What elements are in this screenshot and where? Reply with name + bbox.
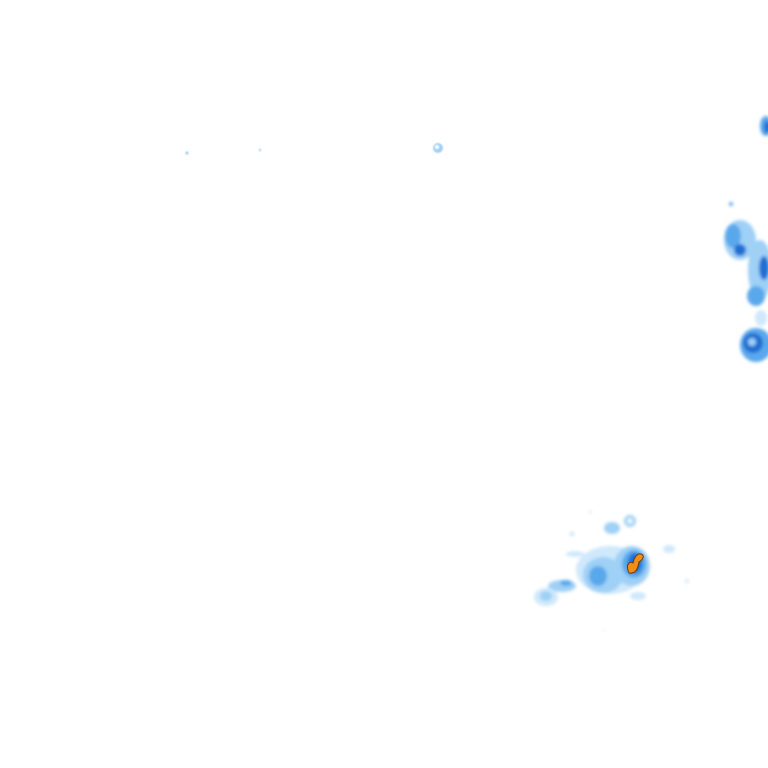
echo-cell [627,518,633,524]
echo-cell [589,566,607,586]
echo-speck [258,148,262,152]
echo-speck [729,202,733,206]
echo-cell [747,286,765,306]
echo-cell [604,522,620,534]
echo-speck [435,145,439,149]
echo-speck [685,579,689,583]
echo-cell [748,240,768,300]
echo-cell [748,338,756,346]
echo-cell [755,310,767,326]
echo-cell [560,580,572,586]
echo-speck [588,510,592,514]
echo-cell [734,244,746,256]
echo-speck [569,531,575,537]
echo-speck [603,629,605,631]
storm-core-extreme [627,553,644,574]
echo-cell [540,591,552,601]
echo-speckles-northwest [185,143,443,155]
extreme-echo-core [627,553,644,574]
echo-cell [566,551,584,557]
echo-cell [630,592,646,600]
echo-speck [185,151,189,155]
storm-cells-east [724,116,768,362]
echo-cell [764,121,768,133]
echo-cell [759,256,768,280]
echo-cell [725,224,741,248]
echo-cell [663,545,675,553]
